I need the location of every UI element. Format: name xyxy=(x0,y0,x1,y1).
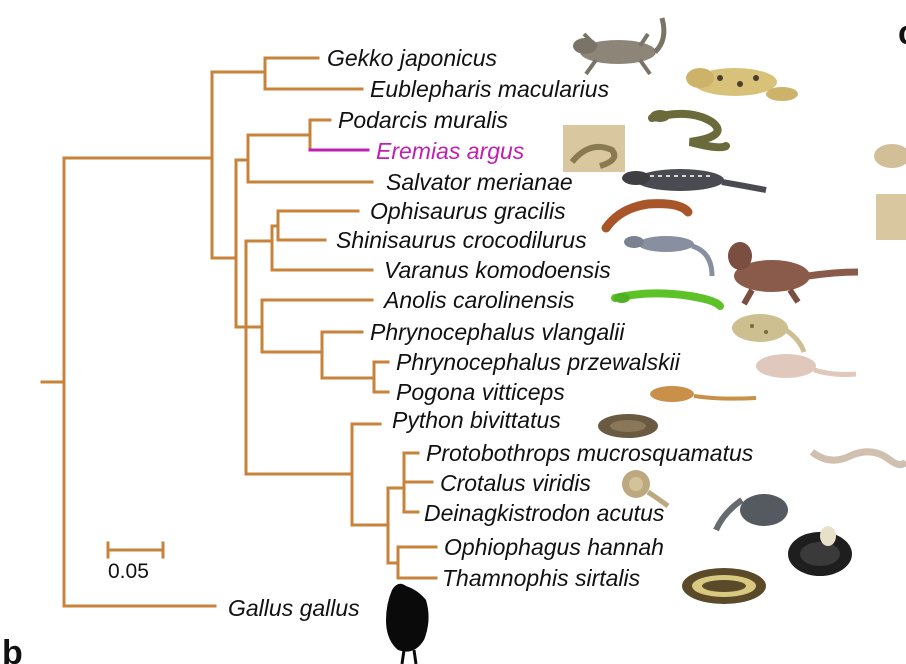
taxon-label: Gekko japonicus xyxy=(327,45,498,71)
taxon-label: Thamnophis sirtalis xyxy=(442,565,641,591)
branch-serpentes xyxy=(244,402,354,476)
chicken-silhouette xyxy=(386,583,429,664)
taxon-label: Varanus komodoensis xyxy=(384,257,611,283)
gecko-photo xyxy=(573,17,667,76)
hundred-pace-viper-photo xyxy=(713,494,788,532)
anole-photo xyxy=(611,289,724,310)
taxon-label-highlighted: Eremias argus xyxy=(376,138,525,164)
python-photo xyxy=(598,414,658,438)
taxon-label: Deinagkistrodon acutus xyxy=(424,500,665,526)
toadhead-agama-photo xyxy=(732,314,807,353)
taxon-label: Podarcis muralis xyxy=(338,107,508,133)
taxon-label: Gallus gallus xyxy=(228,595,360,621)
rattlesnake-photo xyxy=(622,470,670,509)
taxon-label: Eublepharis macularius xyxy=(370,76,610,102)
wall-lizard-photo xyxy=(648,109,730,152)
taxon-labels: Gekko japonicus Eublepharis macularius P… xyxy=(228,45,754,621)
taxon-label: Pogona vitticeps xyxy=(396,379,565,405)
pit-viper-photo xyxy=(809,448,906,469)
scale-bar: 0.05 xyxy=(106,541,165,583)
taxon-label: Phrynocephalus vlangalii xyxy=(370,319,625,345)
adjacent-panel-label: c xyxy=(898,14,906,52)
cropped-photo-fragment xyxy=(874,144,906,240)
taxon-label: Salvator merianae xyxy=(386,169,573,195)
glass-lizard-photo xyxy=(601,199,693,233)
crocodile-lizard-photo xyxy=(624,236,715,277)
taxon-label: Python bivittatus xyxy=(392,407,561,433)
panel-label: b xyxy=(2,634,23,664)
taxon-label: Ophiophagus hannah xyxy=(444,534,664,560)
taxon-label: Protobothrops mucrosquamatus xyxy=(426,440,754,466)
scale-bar-label: 0.05 xyxy=(108,560,149,583)
taxon-label: Ophisaurus gracilis xyxy=(370,198,566,224)
toadhead-agama-photo xyxy=(756,354,857,378)
taxon-label: Crotalus viridis xyxy=(440,470,591,496)
komodo-dragon-photo xyxy=(728,242,859,306)
racerunner-photo xyxy=(563,125,625,172)
king-cobra-photo xyxy=(788,526,852,576)
scale-bar-line xyxy=(106,541,165,559)
garter-snake-photo xyxy=(682,568,766,604)
tegu-photo xyxy=(622,169,767,193)
bearded-dragon-photo xyxy=(650,386,757,402)
leopard-gecko-photo xyxy=(686,68,798,101)
taxon-label: Phrynocephalus przewalskii xyxy=(396,349,681,375)
taxon-label: Anolis carolinensis xyxy=(382,287,575,313)
taxon-label: Shinisaurus crocodilurus xyxy=(336,227,587,253)
tree-branches xyxy=(40,56,438,608)
species-illustrations xyxy=(386,17,906,664)
